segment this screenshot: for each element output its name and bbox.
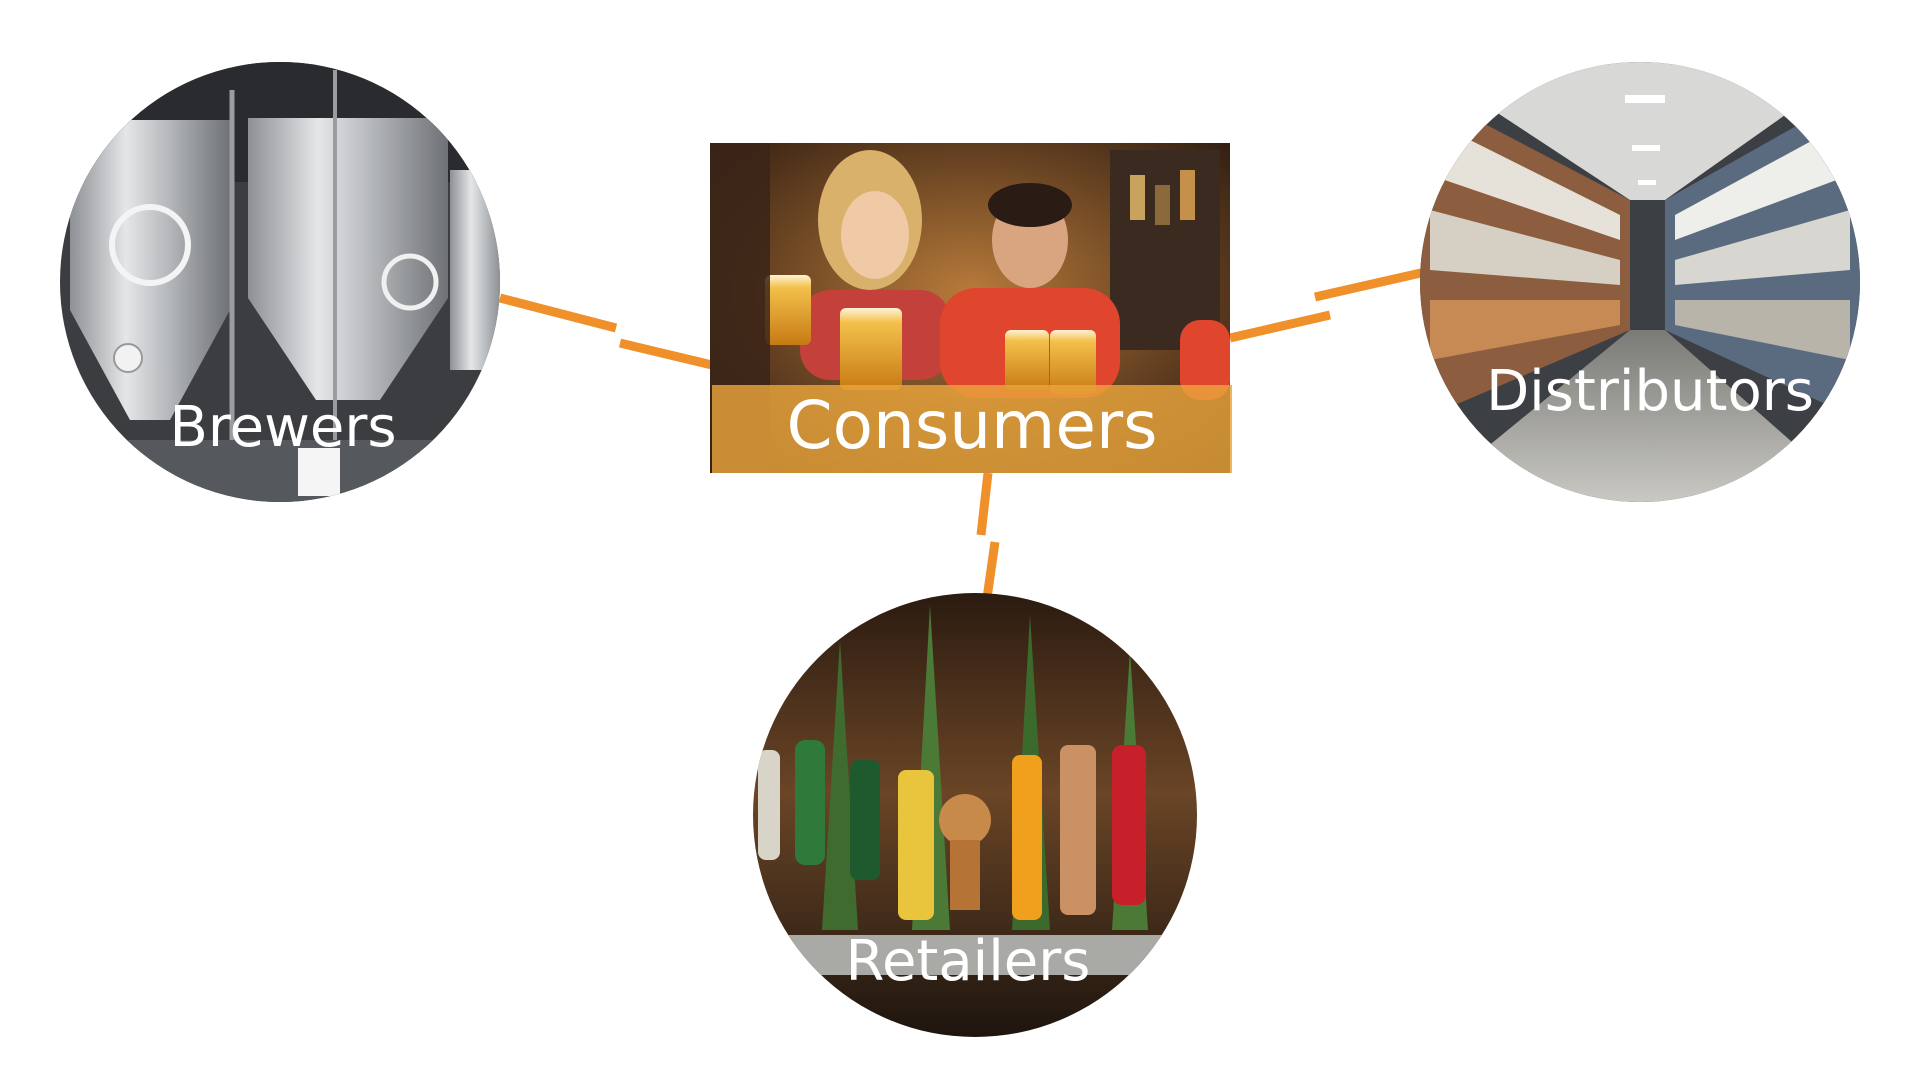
connectors xyxy=(498,267,1426,599)
node-label-retailers: Retailers xyxy=(846,929,1091,994)
node-retailers[interactable]: Retailers xyxy=(750,590,1200,1040)
node-distributors[interactable]: Distributors xyxy=(1420,62,1860,502)
node-label-distributors: Distributors xyxy=(1486,359,1814,424)
node-brewers[interactable]: Brewers xyxy=(60,62,510,502)
connector-consumers-retailers xyxy=(976,472,1000,599)
distributors-photo xyxy=(1420,62,1860,502)
node-label-brewers: Brewers xyxy=(169,395,396,460)
connector-consumers-distributors xyxy=(1228,267,1426,343)
connector-brewers-consumers xyxy=(498,293,714,370)
node-consumers[interactable]: Consumers xyxy=(710,143,1232,473)
node-label-consumers: Consumers xyxy=(787,387,1158,464)
retailers-photo xyxy=(753,593,1197,1037)
consumers-label-band xyxy=(712,385,1232,473)
consumers-photo xyxy=(710,143,1230,473)
